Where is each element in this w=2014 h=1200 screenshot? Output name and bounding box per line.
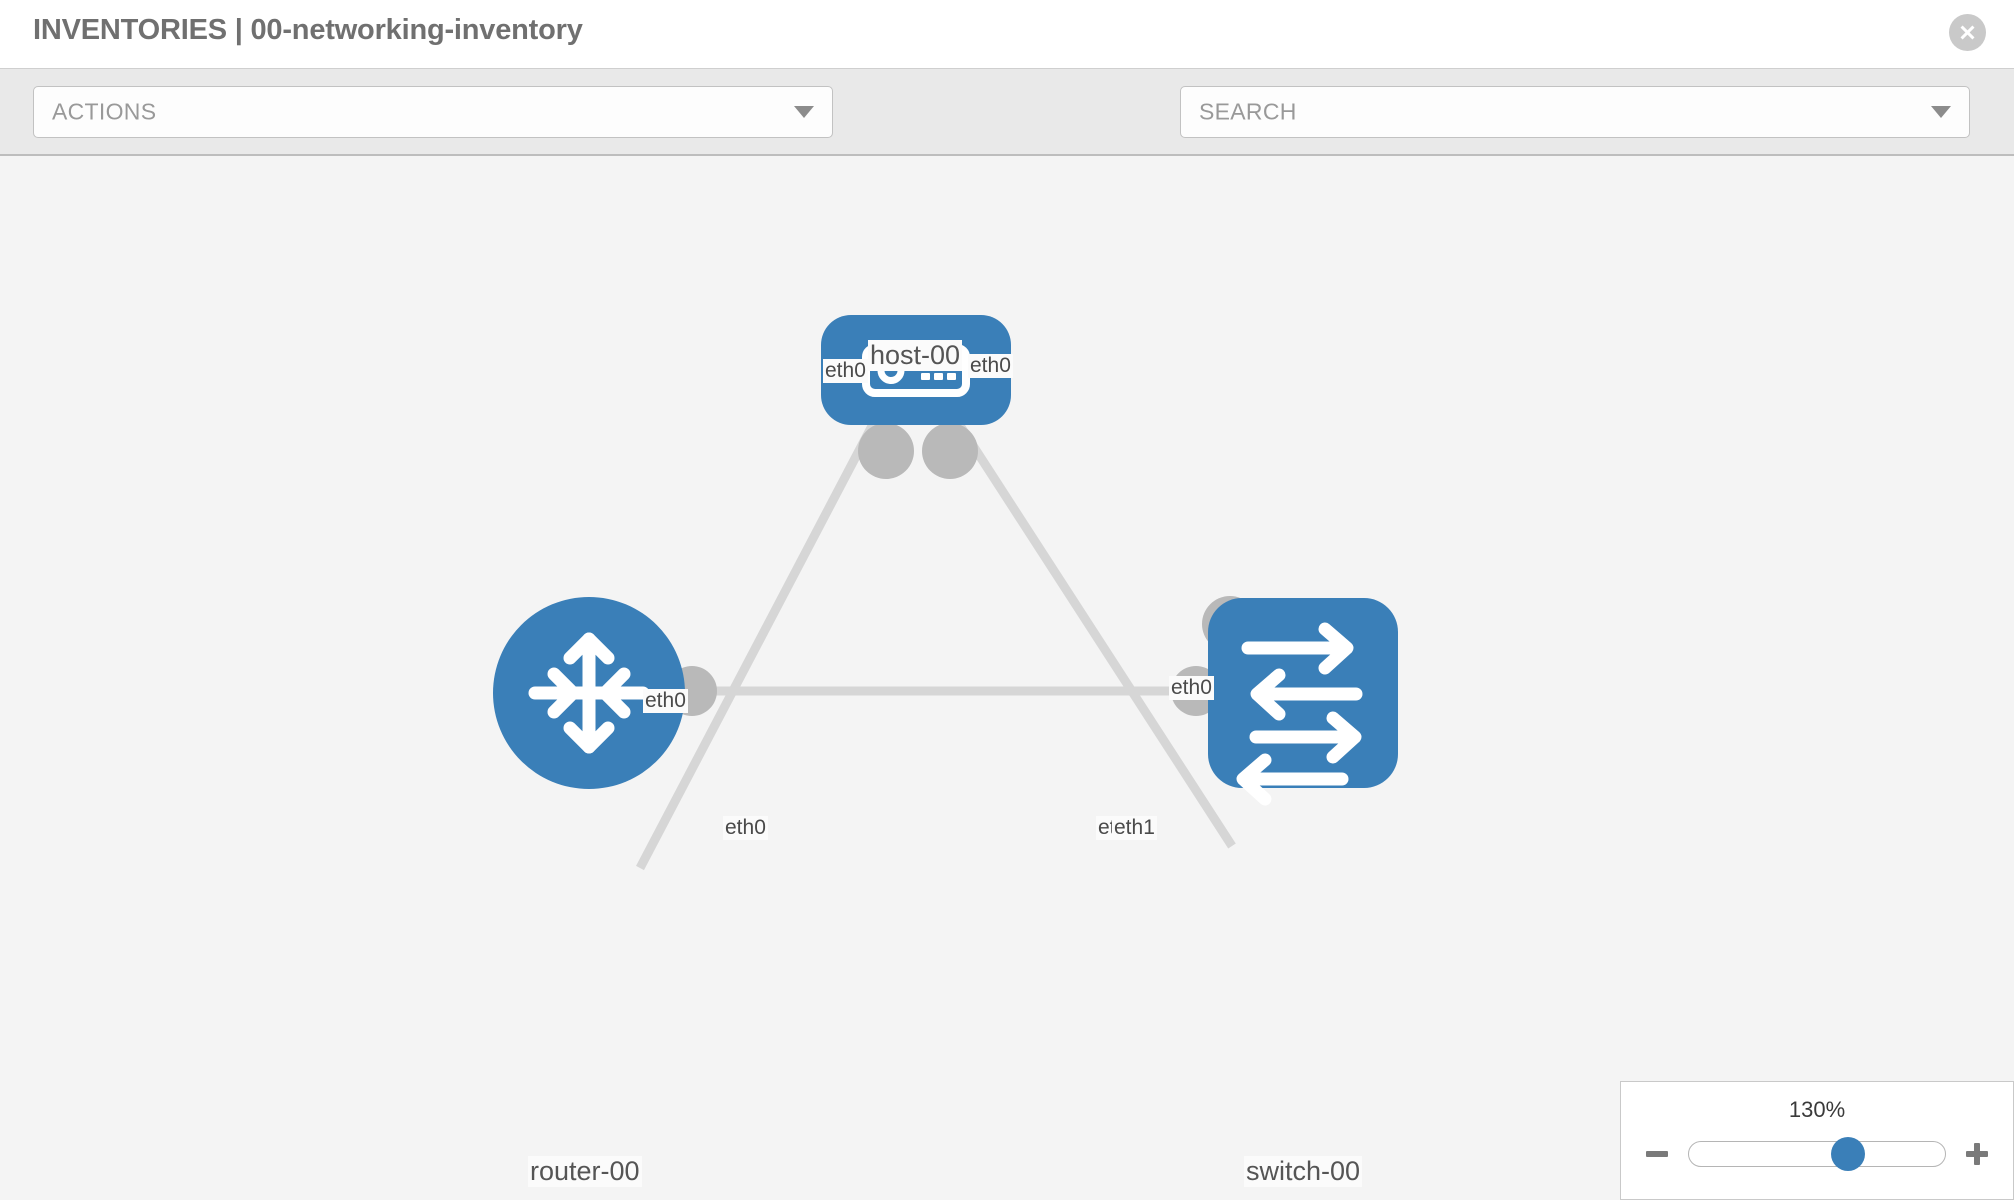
connector-host00-eth0-left [858,423,914,479]
router-arrows-icon [528,632,650,754]
zoom-level-value: 130% [1788,1097,1846,1122]
node-label-host-00: host-00 [868,340,963,371]
iface-label-router00-uplink-eth0: eth0 [643,689,688,713]
actions-dropdown-label: ACTIONS [52,98,157,125]
close-icon[interactable] [1949,14,1986,51]
iface-label-host00-eth0-right: eth0 [968,354,1013,378]
page-title: INVENTORIES | 00-networking-inventory [33,14,583,46]
zoom-slider-thumb[interactable] [1830,1137,1865,1171]
search-placeholder-label: SEARCH [1199,98,1297,125]
zoom-control-panel: 130% [1620,1081,2014,1200]
node-router-00 [493,597,685,789]
node-switch-00 [1208,598,1398,806]
iface-label-switch00-uplink-eth0: eth0 [1169,676,1214,700]
search-input[interactable]: SEARCH [1180,86,1970,138]
chevron-down-icon [794,106,814,118]
node-label-switch-00: switch-00 [1244,1156,1363,1187]
node-label-router-00: router-00 [528,1156,642,1187]
toolbar: ACTIONS SEARCH [0,68,2014,198]
actions-dropdown[interactable]: ACTIONS [33,86,833,138]
iface-label-switch00-eth1: eth1 [1112,816,1157,840]
iface-label-router00-eth0: eth0 [723,816,768,840]
zoom-slider[interactable] [1688,1137,1946,1171]
topology-graph [493,315,1398,871]
connector-host00-eth0-right [922,423,978,479]
edge-host00-router00 [636,421,877,871]
zoom-out-button[interactable] [1640,1137,1674,1171]
edge-host00-switch00 [955,421,1236,849]
graph-edges [636,421,1236,871]
zoom-in-button[interactable] [1960,1137,1994,1171]
switch-arrows-icon [1236,622,1363,806]
chevron-down-icon [1931,106,1951,118]
graph-connectors [667,423,1258,716]
topology-canvas[interactable]: host-00 router-00 switch-00 eth0 eth0 et… [0,156,2014,1200]
iface-label-host00-eth0-left: eth0 [823,359,868,383]
page-header: INVENTORIES | 00-networking-inventory [0,0,2014,68]
